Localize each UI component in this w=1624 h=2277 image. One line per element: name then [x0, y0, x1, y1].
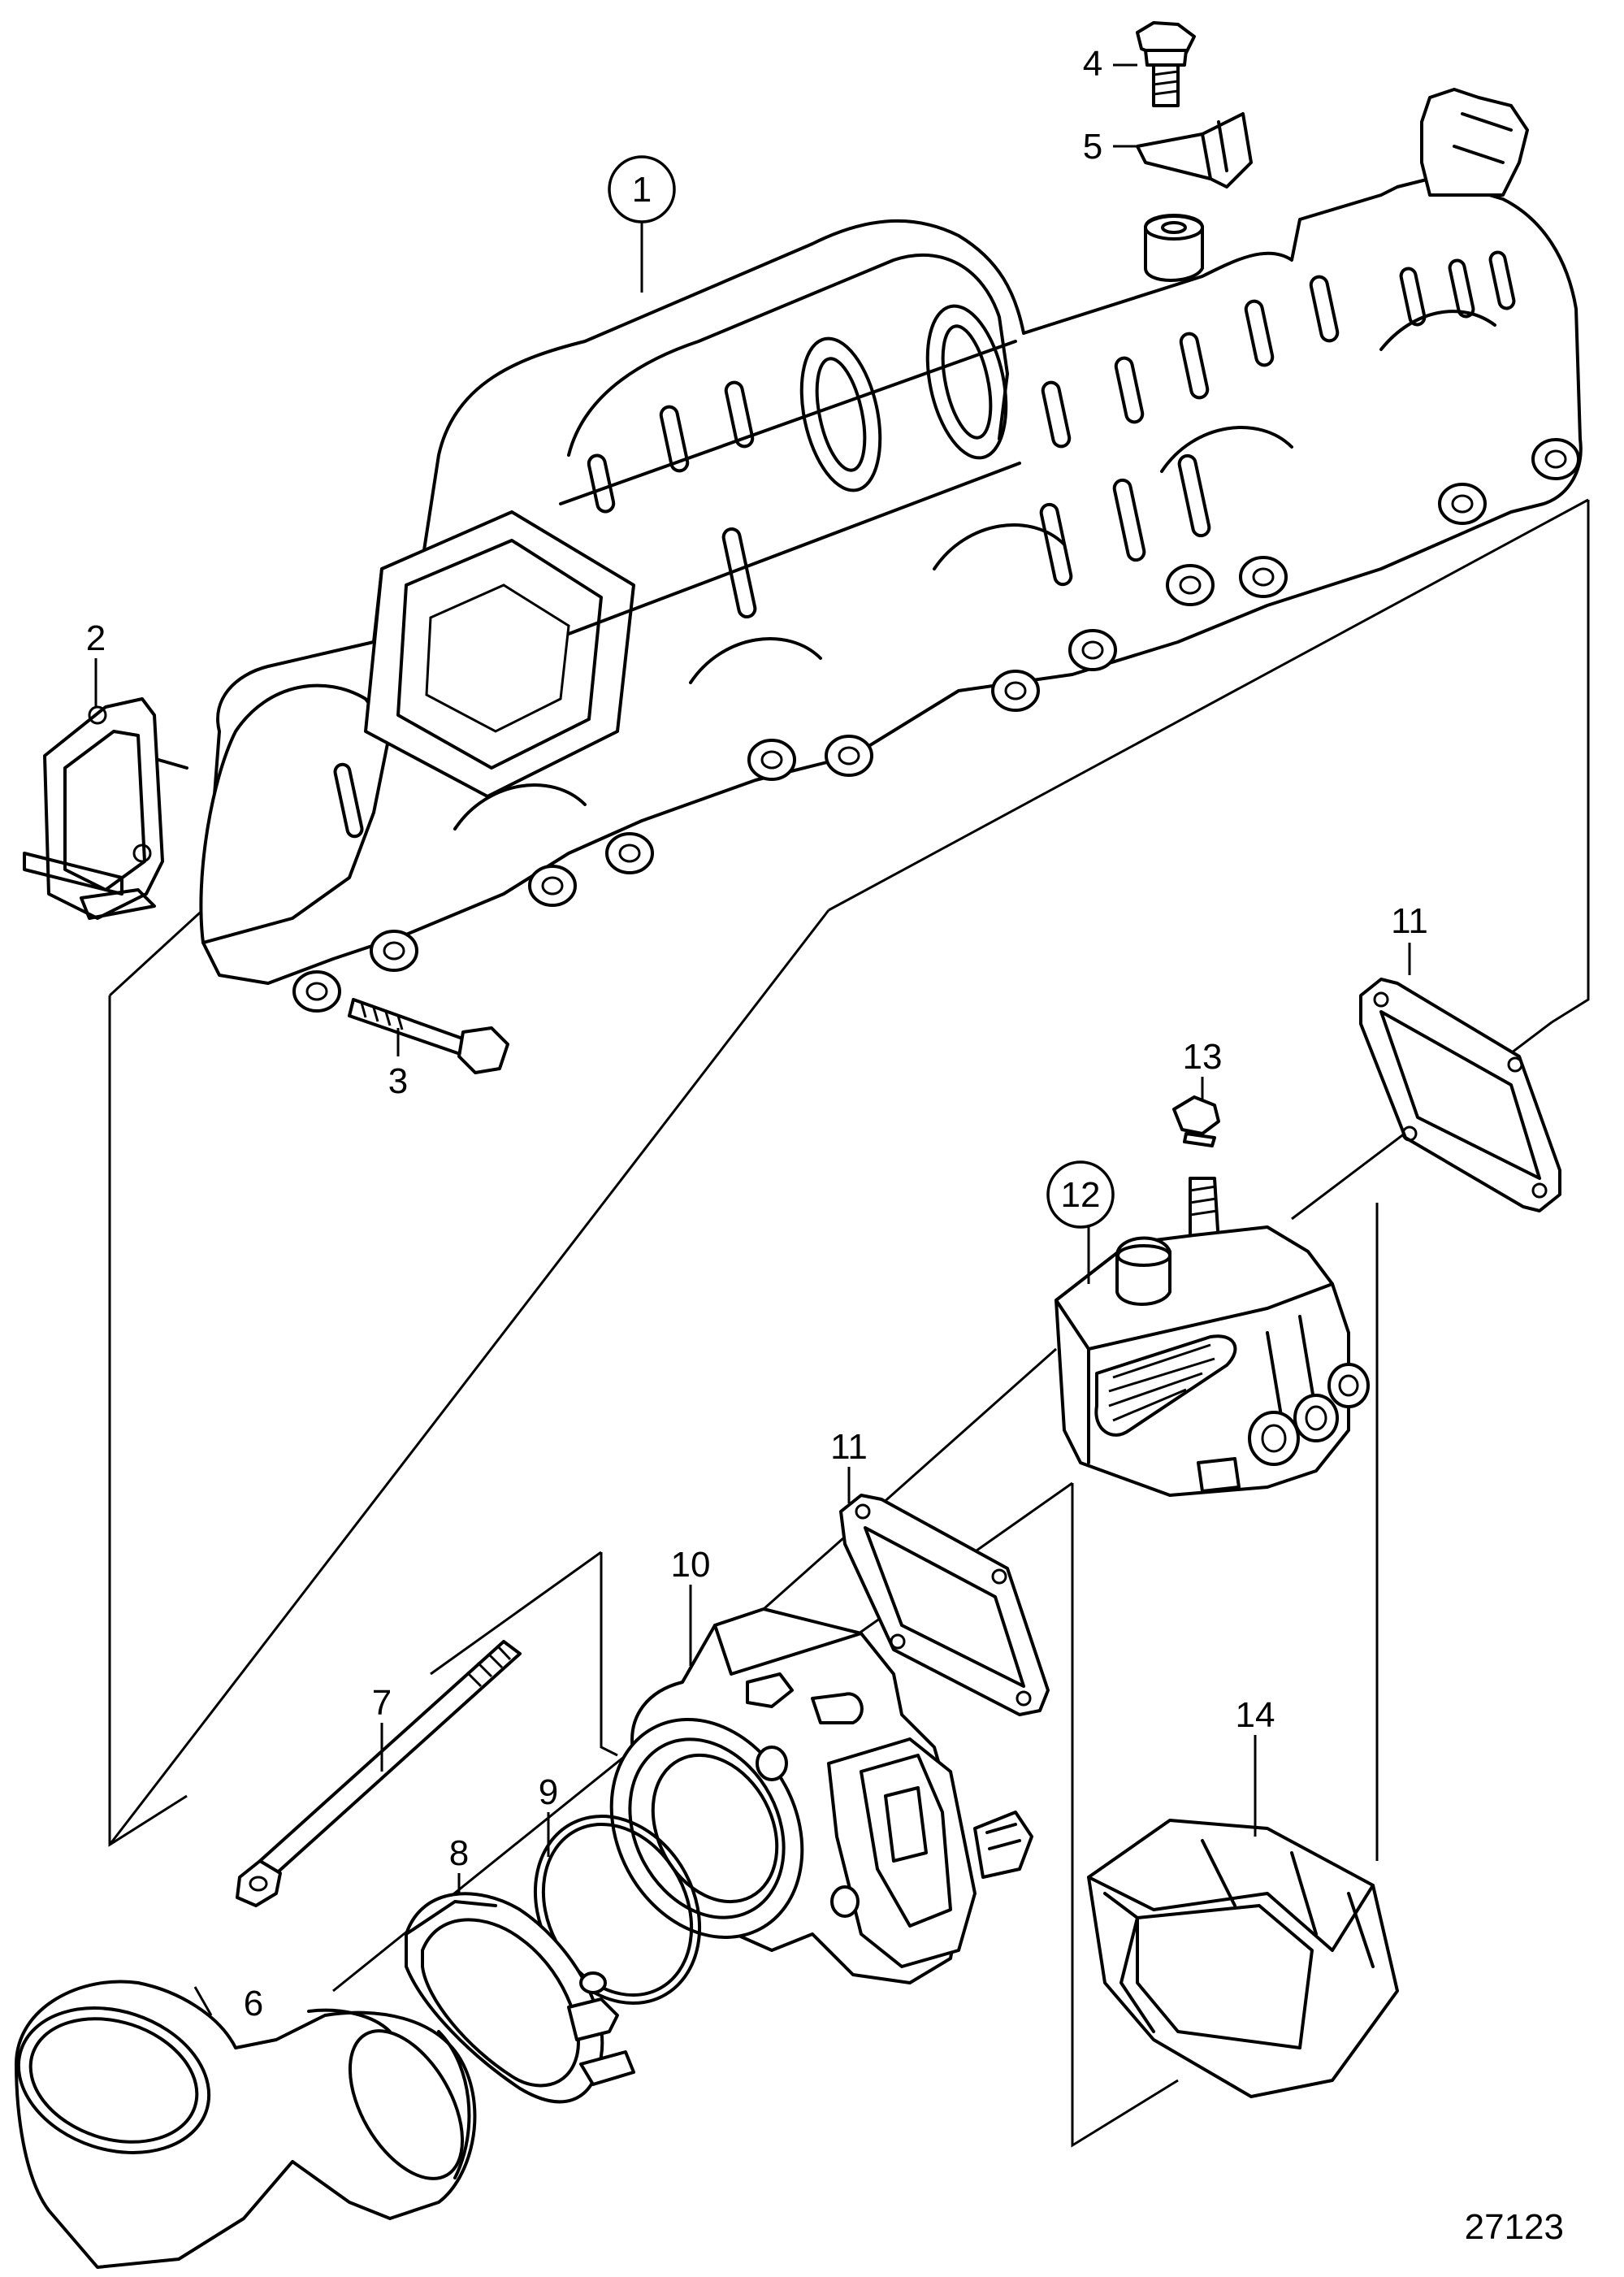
- callouts: 1 2 3 4 5 6 7 8 9 10 11 11 12 13 14: [86, 44, 1428, 2023]
- callout-2: 2: [86, 618, 106, 658]
- elbow-pipe-6: [15, 1980, 477, 2269]
- callout-1: 1: [608, 155, 676, 223]
- callout-14: 14: [1236, 1695, 1275, 1735]
- callout-9: 9: [539, 1772, 558, 1812]
- callout-3: 3: [388, 1061, 408, 1101]
- valve-body-10: [609, 1607, 1033, 1984]
- callout-11-upper: 11: [1391, 901, 1428, 941]
- nut-13: [1172, 1095, 1220, 1245]
- egr-housing-12: [1055, 1225, 1370, 1497]
- callout-11-lower: 11: [830, 1427, 868, 1467]
- v-band-clamp-8: [405, 1892, 635, 2104]
- callout-leaders: [94, 63, 1411, 2016]
- callout-13: 13: [1183, 1037, 1223, 1077]
- intake-manifold: [199, 88, 1583, 1013]
- svg-text:1: 1: [632, 170, 652, 210]
- runner-bosses: [292, 310, 1580, 1013]
- callout-10: 10: [671, 1545, 711, 1585]
- long-bolt-7: [236, 1640, 522, 1907]
- insulation-sleeve-14: [1087, 1819, 1399, 2098]
- callout-7: 7: [372, 1683, 392, 1723]
- callout-5: 5: [1083, 127, 1102, 167]
- callout-4: 4: [1083, 44, 1102, 84]
- bolt-3: [348, 998, 509, 1074]
- gasket-lower-11: [839, 1494, 1050, 1716]
- gasket-left: [23, 697, 188, 920]
- callout-6: 6: [244, 1984, 263, 2023]
- bolt-4: [1136, 21, 1196, 107]
- gasket-upper-11: [1359, 978, 1561, 1212]
- callout-8: 8: [449, 1833, 469, 1873]
- svg-text:12: 12: [1061, 1175, 1101, 1215]
- drawing-number: 27123: [1465, 2207, 1564, 2247]
- clamp-bracket-5: [1136, 112, 1253, 189]
- callout-12: 12: [1046, 1160, 1115, 1229]
